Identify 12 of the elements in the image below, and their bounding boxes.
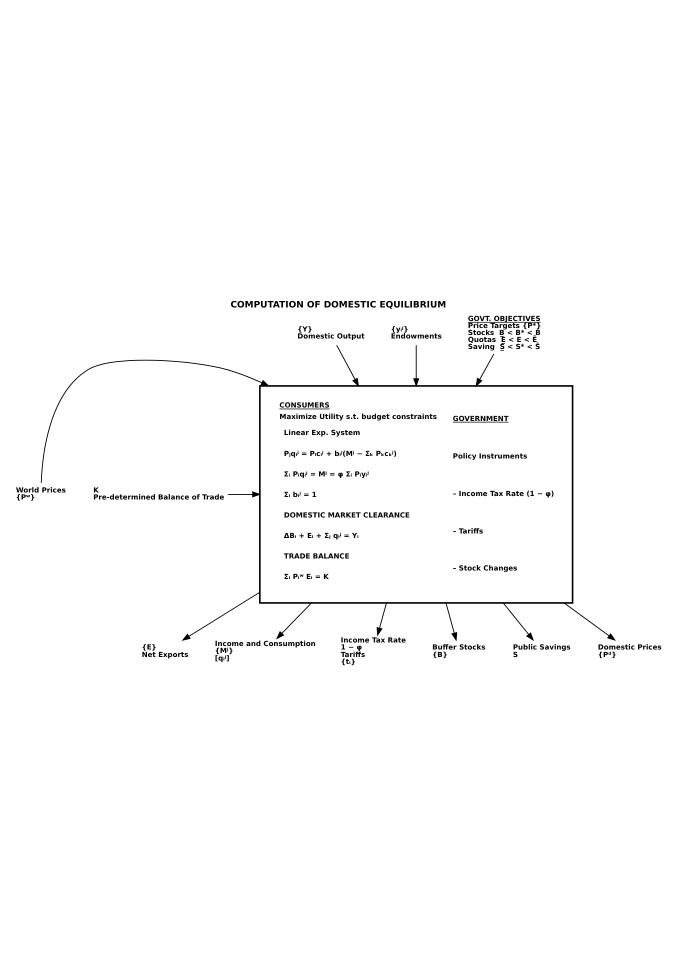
arrow bbox=[182, 591, 260, 640]
arrow bbox=[228, 490, 262, 498]
arrow bbox=[40, 359, 270, 483]
arrow bbox=[336, 344, 360, 386]
arrow bbox=[376, 602, 387, 636]
arrow bbox=[502, 602, 534, 641]
diagram-title: COMPUTATION OF DOMESTIC EQUILIBRIUM bbox=[230, 300, 446, 310]
arrow bbox=[413, 344, 420, 387]
arrow bbox=[476, 352, 494, 386]
arrow bbox=[446, 602, 458, 641]
arrow bbox=[276, 602, 312, 639]
arrow bbox=[564, 602, 616, 640]
